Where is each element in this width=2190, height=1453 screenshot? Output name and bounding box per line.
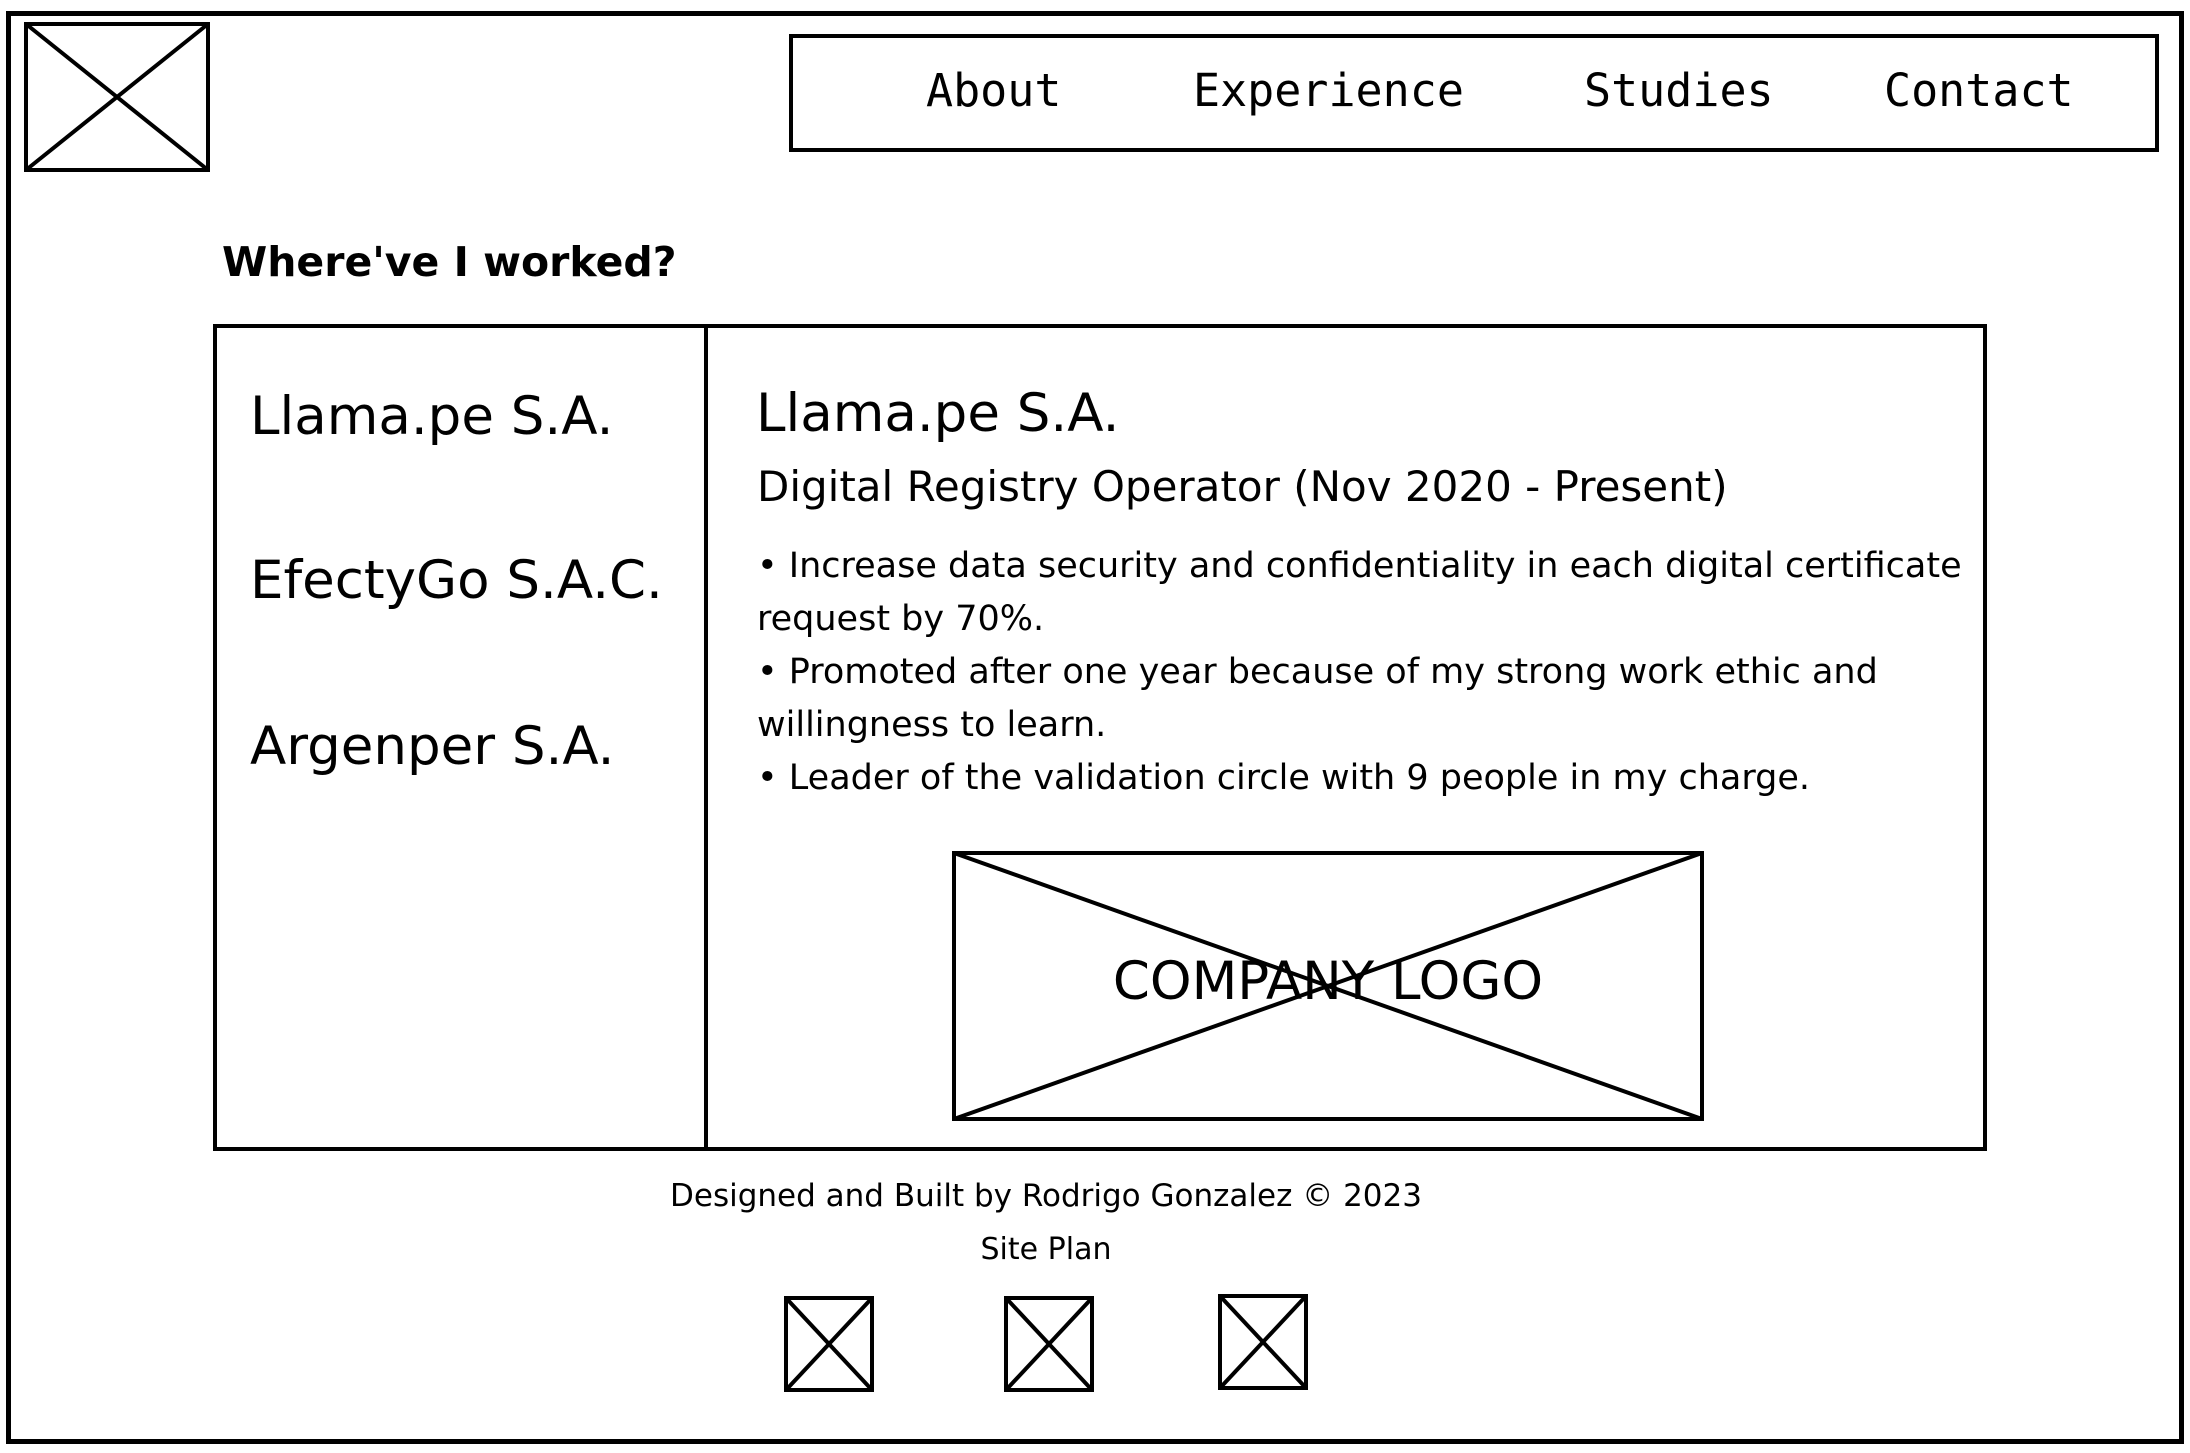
experience-panel xyxy=(213,324,1987,1151)
nav-item-about[interactable]: About xyxy=(926,64,1062,117)
company-tab-llama[interactable]: Llama.pe S.A. xyxy=(250,386,614,447)
nav-item-contact[interactable]: Contact xyxy=(1884,64,2074,117)
nav-item-experience[interactable]: Experience xyxy=(1193,64,1464,117)
page-frame xyxy=(6,11,2184,1444)
social-icon-2[interactable] xyxy=(1004,1296,1094,1392)
company-tab-argenper[interactable]: Argenper S.A. xyxy=(250,716,615,777)
detail-bullets: • Increase data security and confidentia… xyxy=(757,540,1967,805)
bullet-item: • Leader of the validation circle with 9… xyxy=(757,758,1811,798)
detail-role: Digital Registry Operator (Nov 2020 - Pr… xyxy=(757,462,1728,511)
bullet-item: • Increase data security and confidentia… xyxy=(757,546,1962,639)
placeholder-cross-icon xyxy=(952,851,1704,1121)
bullet-item: • Promoted after one year because of my … xyxy=(757,652,1878,745)
social-icon-3[interactable] xyxy=(1218,1294,1308,1390)
footer-site-plan-link[interactable]: Site Plan xyxy=(980,1232,1112,1267)
company-logo-label: COMPANY LOGO xyxy=(1112,950,1544,1012)
company-logo-placeholder: COMPANY LOGO xyxy=(952,851,1704,1121)
social-icon-1[interactable] xyxy=(784,1296,874,1392)
nav-item-studies[interactable]: Studies xyxy=(1584,64,1774,117)
detail-company-name: Llama.pe S.A. xyxy=(756,383,1120,444)
main-nav: About Experience Studies Contact xyxy=(789,34,2159,152)
company-tab-efectygo[interactable]: EfectyGo S.A.C. xyxy=(250,550,663,611)
footer-credit: Designed and Built by Rodrigo Gonzalez ©… xyxy=(670,1178,1422,1214)
panel-divider xyxy=(704,324,708,1151)
site-logo-placeholder[interactable] xyxy=(24,22,210,172)
section-title: Where've I worked? xyxy=(222,238,677,286)
